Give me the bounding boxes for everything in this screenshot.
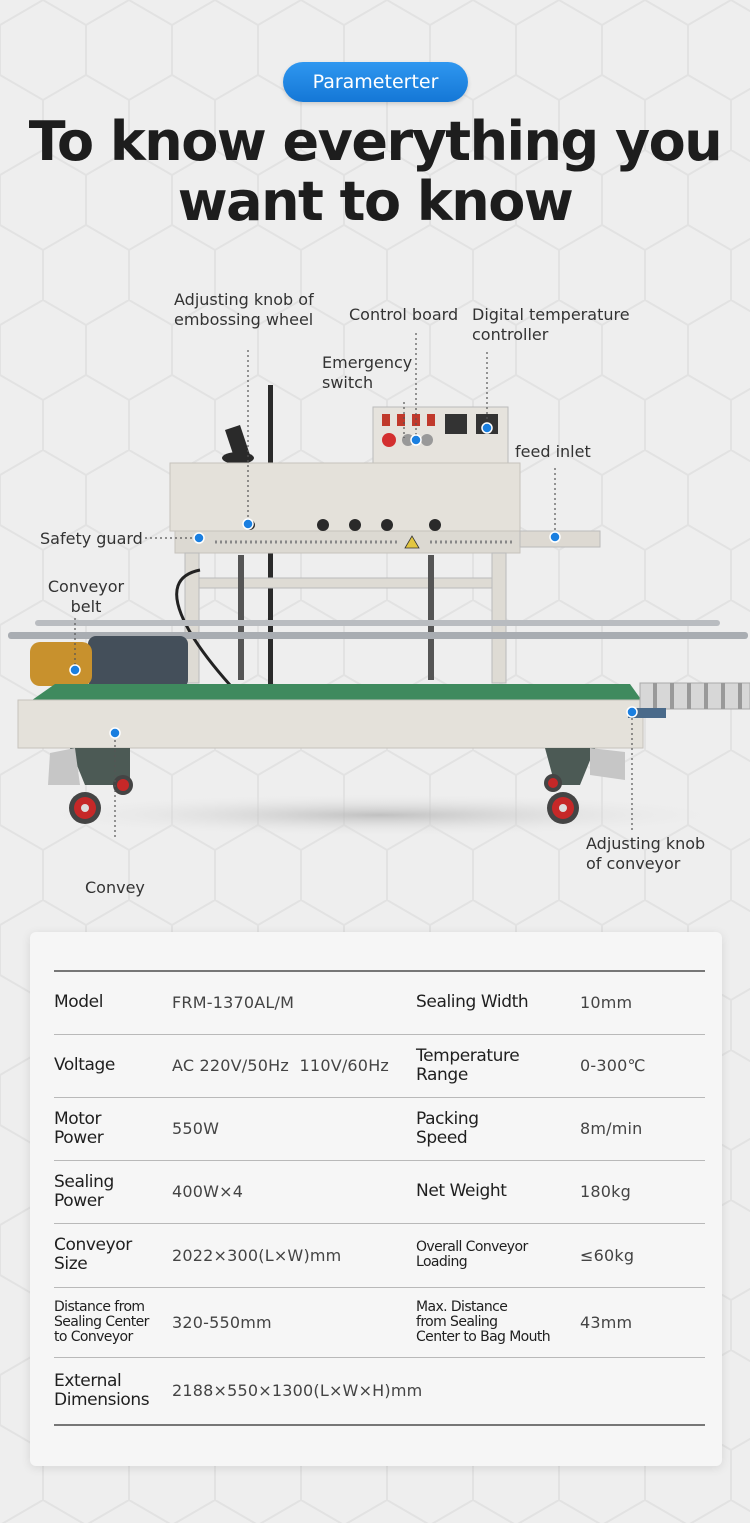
- spec-value: 550W: [172, 1119, 220, 1138]
- callout-emergency-switch: Emergency switch: [322, 353, 413, 392]
- spec-value: 2022×300(L×W)mm: [172, 1245, 342, 1265]
- spec-value: 2188×550×1300(L×W×H)mm: [172, 1381, 423, 1401]
- spec-label: Overall Conveyor Loading: [416, 1239, 528, 1270]
- spec-label: Conveyor Size: [54, 1235, 132, 1274]
- spec-table: Model FRM-1370AL/M Sealing Width 10mm Vo…: [54, 970, 705, 1426]
- page-headline: To know everything you want to know: [0, 112, 750, 232]
- callout-digital-temp: Digital temperature controller: [472, 305, 630, 344]
- machine-illustration: [8, 333, 750, 840]
- spec-card: [30, 932, 722, 1466]
- spec-row: Model FRM-1370AL/M Sealing Width 10mm: [54, 971, 705, 1034]
- spec-row: Distance from Sealing Center to Conveyor…: [54, 1287, 705, 1357]
- spec-value: AC 220V/50Hz 110V/60Hz: [172, 1056, 390, 1075]
- spec-value: ≤60kg: [580, 1245, 635, 1265]
- callout-adjusting-conveyor: Adjusting knob of conveyor: [586, 834, 706, 873]
- spec-label: Distance from Sealing Center to Conveyor: [54, 1298, 149, 1345]
- spec-value: 10mm: [580, 993, 633, 1013]
- spec-value: 320-550mm: [172, 1312, 272, 1332]
- spec-value: 0-300℃: [580, 1056, 646, 1075]
- spec-label: External Dimensions: [54, 1370, 150, 1410]
- spec-label: Temperature Range: [416, 1045, 520, 1085]
- spec-label: Sealing Power: [54, 1171, 114, 1211]
- spec-label: Motor Power: [54, 1108, 104, 1148]
- callout-safety-guard: Safety guard: [40, 529, 143, 548]
- spec-value: 43mm: [580, 1312, 633, 1332]
- headline-line-1: To know everything you: [28, 110, 723, 173]
- spec-row: External Dimensions 2188×550×1300(L×W×H)…: [54, 1357, 705, 1425]
- spec-value: 180kg: [580, 1182, 631, 1201]
- spec-label: Packing Speed: [416, 1108, 479, 1148]
- spec-label: Model: [54, 992, 104, 1013]
- section-pill: Parameterter: [283, 62, 468, 102]
- callout-conveyor-belt: Conveyor belt: [47, 577, 125, 616]
- spec-row: Voltage AC 220V/50Hz 110V/60Hz Temperatu…: [54, 1034, 705, 1097]
- spec-row: Motor Power 550W Packing Speed 8m/min: [54, 1097, 705, 1160]
- spec-label: Sealing Width: [416, 992, 529, 1013]
- spec-label: Voltage: [54, 1055, 115, 1075]
- callout-convey: Convey: [85, 878, 145, 897]
- callout-control-board: Control board: [349, 305, 459, 324]
- spec-value: 8m/min: [580, 1119, 643, 1138]
- spec-label: Net Weight: [416, 1181, 507, 1201]
- callout-feed-inlet: feed inlet: [515, 442, 591, 461]
- spec-value: FRM-1370AL/M: [172, 993, 295, 1013]
- spec-label: Max. Distance from Sealing Center to Bag…: [416, 1298, 551, 1345]
- headline-line-2: want to know: [177, 170, 574, 233]
- spec-value: 400W×4: [172, 1182, 244, 1201]
- callout-adjusting-embossing: Adjusting knob of embossing wheel: [174, 290, 314, 329]
- spec-row: Sealing Power 400W×4 Net Weight 180kg: [54, 1160, 705, 1223]
- spec-row: Conveyor Size 2022×300(L×W)mm Overall Co…: [54, 1223, 705, 1287]
